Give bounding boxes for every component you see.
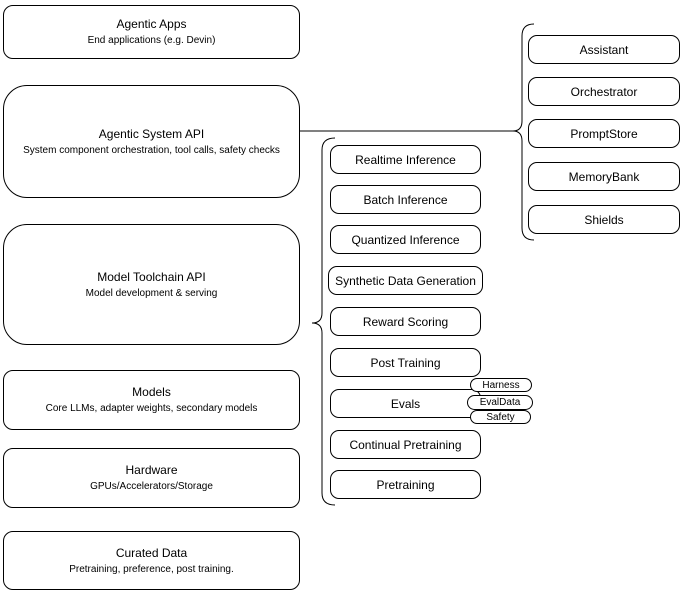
component-promptstore: PromptStore xyxy=(528,119,680,148)
evals-tag-safety: Safety xyxy=(470,410,531,424)
node-subtitle: Model development & serving xyxy=(85,287,218,299)
node-model-toolchain-api: Model Toolchain API Model development & … xyxy=(3,224,300,345)
node-title: Curated Data xyxy=(115,545,188,560)
evals-tag-evaldata: EvalData xyxy=(467,395,533,410)
toolchain-brace xyxy=(311,137,336,506)
component-assistant: Assistant xyxy=(528,35,680,64)
system-components-brace xyxy=(512,23,535,241)
node-agentic-apps: Agentic Apps End applications (e.g. Devi… xyxy=(3,5,300,59)
node-title: Agentic System API xyxy=(98,126,205,141)
toolchain-item-quantized-inference: Quantized Inference xyxy=(330,225,481,254)
node-hardware: Hardware GPUs/Accelerators/Storage xyxy=(3,448,300,508)
node-curated-data: Curated Data Pretraining, preference, po… xyxy=(3,531,300,590)
node-agentic-system-api: Agentic System API System component orch… xyxy=(3,85,300,198)
node-title: Models xyxy=(132,385,171,399)
node-models: Models Core LLMs, adapter weights, secon… xyxy=(3,370,300,430)
node-subtitle: System component orchestration, tool cal… xyxy=(23,144,280,156)
toolchain-item-evals: Evals xyxy=(330,389,481,418)
node-title: Model Toolchain API xyxy=(97,269,206,284)
evals-tag-harness: Harness xyxy=(470,378,532,392)
toolchain-item-post-training: Post Training xyxy=(330,348,481,377)
toolchain-item-continual-pretraining: Continual Pretraining xyxy=(330,430,481,459)
node-subtitle: Core LLMs, adapter weights, secondary mo… xyxy=(45,403,258,414)
node-subtitle: End applications (e.g. Devin) xyxy=(87,35,216,46)
toolchain-item-pretraining: Pretraining xyxy=(330,470,481,499)
component-shields: Shields xyxy=(528,205,680,234)
toolchain-item-realtime-inference: Realtime Inference xyxy=(330,145,481,174)
node-subtitle: Pretraining, preference, post training. xyxy=(69,563,234,575)
node-subtitle: GPUs/Accelerators/Storage xyxy=(90,481,213,492)
toolchain-item-reward-scoring: Reward Scoring xyxy=(330,307,481,336)
toolchain-item-synthetic-data-generation: Synthetic Data Generation xyxy=(328,266,483,295)
component-memorybank: MemoryBank xyxy=(528,162,680,191)
toolchain-item-batch-inference: Batch Inference xyxy=(330,185,481,214)
node-title: Agentic Apps xyxy=(116,17,187,31)
node-title: Hardware xyxy=(125,463,178,477)
component-orchestrator: Orchestrator xyxy=(528,77,680,106)
